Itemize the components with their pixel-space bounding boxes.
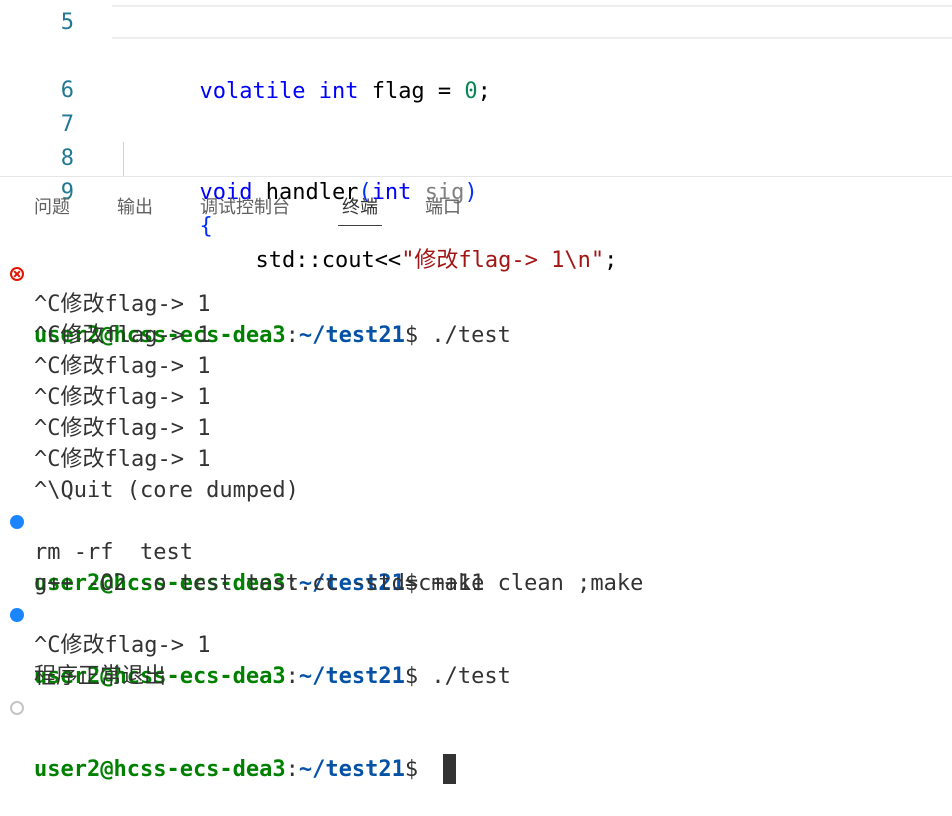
output-text: ^C修改flag-> 1 [34,354,211,379]
line-number: 5 [60,10,74,35]
error-icon[interactable] [10,267,24,281]
terminal-prompt-line: user2@hcss-ecs-dea3:~/test21$ ./test [0,258,952,348]
code-line-6[interactable]: 6 [0,40,952,103]
prompt-path: ~/test21 [298,757,405,782]
code-token: ; [604,248,618,273]
tab-ports[interactable]: 端口 [425,197,461,218]
output-text: ^C修改flag-> 1 [34,292,211,317]
tab-problems[interactable]: 问题 [34,197,70,218]
prompt-suffix: $ [404,323,432,348]
tab-output[interactable]: 输出 [117,197,153,218]
command-text: ./test [431,323,511,348]
code-token: ; [477,79,491,104]
line-number: 7 [60,112,74,137]
terminal-output-line: 程序正常退出 [0,661,952,692]
code-line-8[interactable]: 8 { [0,108,952,239]
code-token: int [371,180,412,205]
terminal-output-line: ^C修改flag-> 1 [0,320,952,351]
terminal-output-line: ^C修改flag-> 1 [0,413,952,444]
output-text: ^C修改flag-> 1 [34,323,211,348]
prompt-colon: : [285,664,299,689]
code-line-7[interactable]: 7 void handler(int sig) [0,74,952,205]
code-token: ) [464,180,478,205]
terminal-prompt-line: user2@hcss-ecs-dea3:~/test21$ ./test [0,599,952,689]
terminal-prompt-line: user2@hcss-ecs-dea3:~/test21$ [0,692,952,784]
tab-terminal[interactable]: 终端 [338,195,382,226]
output-text: ^C修改flag-> 1 [34,447,211,472]
code-token: sig [424,180,465,205]
terminal-output-line: ^\Quit (core dumped) [0,475,952,506]
prompt-colon: : [285,571,299,596]
code-token: { [199,214,213,239]
prompt-user: user2@hcss-ecs-dea3 [34,323,286,348]
code-token: handler [252,180,359,205]
code-line-5[interactable]: volatile int flag = 0; [112,5,952,104]
output-text: ^C修改flag-> 1 [34,385,211,410]
terminal-output-line: rm -rf test [0,537,952,568]
code-token: int [318,79,359,104]
prompt-user: user2@hcss-ecs-dea3 [34,664,286,689]
tab-debug-console[interactable]: 调试控制台 [200,197,290,218]
terminal-cursor [443,754,457,784]
panel-border [0,176,952,177]
terminal-output-line: ^C修改flag-> 1 [0,444,952,475]
command-text: make clean ;make [431,571,644,596]
terminal-output-line: ^C修改flag-> 1 [0,289,952,320]
prompt-suffix: $ [404,664,432,689]
prompt-path: ~/test21 [298,571,405,596]
output-text: ^C修改flag-> 1 [34,416,211,441]
prompt-suffix: $ [404,571,432,596]
terminal-output-line: ^C修改flag-> 1 [0,351,952,382]
prompt-suffix: $ [404,757,432,782]
terminal-output-line: g++ -O2 -o test test.cc -std=c++11 [0,568,952,599]
prompt-user: user2@hcss-ecs-dea3 [34,571,286,596]
success-dot-icon[interactable] [10,515,24,529]
terminal-output-line: ^C修改flag-> 1 [0,630,952,661]
success-dot-icon[interactable] [10,608,24,622]
default-circle-icon[interactable] [10,701,24,715]
output-text: g++ -O2 -o test test.cc -std=c++11 [34,571,485,596]
prompt-colon: : [285,323,299,348]
code-token: std::cout<< [255,248,402,273]
line-number: 9 [60,180,74,205]
terminal-output-line: ^C修改flag-> 1 [0,382,952,413]
output-text: rm -rf test [34,540,193,565]
prompt-colon: : [285,757,299,782]
command-text: ./test [431,664,511,689]
code-token: void [199,180,253,205]
line-number: 8 [60,146,74,171]
output-text: 程序正常退出 [34,664,167,689]
output-text: ^C修改flag-> 1 [34,633,211,658]
output-text: ^\Quit (core dumped) [34,478,299,503]
panel-tabs: 问题 输出 调试控制台 终端 端口 [0,177,952,237]
code-token: volatile [199,79,306,104]
line-number: 6 [60,78,74,103]
prompt-path: ~/test21 [298,664,405,689]
indent-guide [123,142,124,176]
code-editor[interactable]: volatile int flag = 0; 5 6 7 void handle… [0,0,952,273]
code-token: ( [358,180,372,205]
prompt-user: user2@hcss-ecs-dea3 [34,757,286,782]
code-token: 0 [464,79,478,104]
prompt-path: ~/test21 [298,323,405,348]
terminal-prompt-line: user2@hcss-ecs-dea3:~/test21$ make clean… [0,506,952,596]
code-token: flag = [358,79,465,104]
code-line-9[interactable]: 9 std::cout<<"修改flag-> 1\n"; [0,142,952,273]
terminal[interactable]: user2@hcss-ecs-dea3:~/test21$ ./test ^C修… [0,256,952,784]
code-token: "修改flag-> 1\n" [401,248,605,273]
